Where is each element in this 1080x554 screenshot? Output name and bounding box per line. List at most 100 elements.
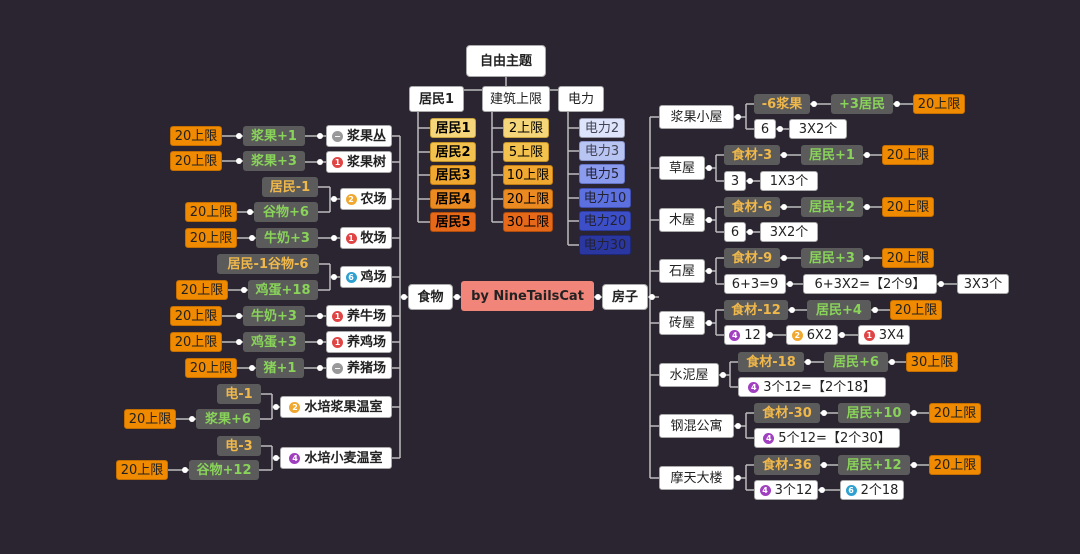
shape-tag[interactable]: 3X2个 xyxy=(789,119,847,139)
power-level[interactable]: 电力20 xyxy=(579,211,631,231)
effect-tag[interactable]: 谷物+6 xyxy=(254,202,318,222)
cost-tag[interactable]: -6浆果 xyxy=(754,94,810,114)
residents-tag[interactable]: 居民+3 xyxy=(801,248,863,268)
root-topic[interactable]: 自由主题 xyxy=(466,45,546,77)
resident-level[interactable]: 居民5 xyxy=(430,212,476,232)
combo-tag[interactable]: 6+3X2=【2个9】 xyxy=(803,274,937,294)
effect-tag[interactable]: 浆果+3 xyxy=(243,151,305,171)
food-category[interactable]: 食物 xyxy=(408,284,453,310)
effect-tag[interactable]: 牛奶+3 xyxy=(243,306,305,326)
limit-tag[interactable]: 20上限 xyxy=(116,460,168,480)
cost-tag[interactable]: 食材-30 xyxy=(754,403,820,423)
limit-tag[interactable]: 20上限 xyxy=(170,126,222,146)
limit-tag[interactable]: 20上限 xyxy=(124,409,176,429)
house-item-stone-hut[interactable]: 石屋 xyxy=(659,259,705,283)
house-category[interactable]: 房子 xyxy=(602,284,648,310)
residents-tag[interactable]: 居民+6 xyxy=(824,352,888,372)
size-tag[interactable]: 6+3=9 xyxy=(724,274,786,294)
limit-tag[interactable]: 20上限 xyxy=(185,228,237,248)
shape-tag[interactable]: 3X2个 xyxy=(760,222,818,242)
power-level[interactable]: 电力5 xyxy=(579,164,625,184)
limit-tag[interactable]: 20上限 xyxy=(882,248,934,268)
size-tag[interactable]: 6 xyxy=(754,119,776,139)
residents-tag[interactable]: 居民+10 xyxy=(838,403,910,423)
limit-tag[interactable]: 20上限 xyxy=(185,358,237,378)
effect-tag[interactable]: 浆果+1 xyxy=(243,126,305,146)
size-tag[interactable]: 6 xyxy=(724,222,746,242)
power-level[interactable]: 电力30 xyxy=(579,235,631,255)
cost-tag[interactable]: 居民-1 xyxy=(262,177,318,197)
limit-tag[interactable]: 20上限 xyxy=(176,280,228,300)
limit-tag[interactable]: 20上限 xyxy=(882,197,934,217)
house-item-berry-hut[interactable]: 浆果小屋 xyxy=(659,105,734,129)
house-item-wood-hut[interactable]: 木屋 xyxy=(659,208,705,232)
size-tag[interactable]: 3 xyxy=(724,171,746,191)
cost-tag[interactable]: 食材-12 xyxy=(724,300,788,320)
limit-tag[interactable]: 20上限 xyxy=(170,306,222,326)
resident-level[interactable]: 居民1 xyxy=(430,118,476,138)
build-limit-category[interactable]: 建筑上限 xyxy=(482,86,550,112)
limit-tag[interactable]: 20上限 xyxy=(890,300,942,320)
cost-tag[interactable]: 食材-6 xyxy=(724,197,780,217)
residents-tag[interactable]: 居民+1 xyxy=(801,145,863,165)
build-limit-level[interactable]: 10上限 xyxy=(503,165,553,185)
limit-tag[interactable]: 20上限 xyxy=(913,94,965,114)
house-item-brick-hut[interactable]: 砖屋 xyxy=(659,311,705,335)
residents-tag[interactable]: 居民+2 xyxy=(801,197,863,217)
limit-tag[interactable]: 30上限 xyxy=(906,352,958,372)
limit-tag[interactable]: 20上限 xyxy=(185,202,237,222)
cost-tag[interactable]: 电-1 xyxy=(217,384,261,404)
shape-tag[interactable]: 1X3个 xyxy=(760,171,818,191)
residents-tag[interactable]: 居民+4 xyxy=(807,300,871,320)
limit-tag[interactable]: 20上限 xyxy=(882,145,934,165)
effect-tag[interactable]: 鸡蛋+18 xyxy=(248,280,318,300)
resident-level[interactable]: 居民2 xyxy=(430,142,476,162)
effect-tag[interactable]: 浆果+6 xyxy=(196,409,260,429)
effect-tag[interactable]: 牛奶+3 xyxy=(256,228,318,248)
power-level[interactable]: 电力3 xyxy=(579,141,625,161)
cost-tag[interactable]: 食材-9 xyxy=(724,248,780,268)
power-level[interactable]: 电力2 xyxy=(579,118,625,138)
build-limit-level[interactable]: 5上限 xyxy=(503,142,549,162)
cost-tag[interactable]: 食材-3 xyxy=(724,145,780,165)
center-node[interactable]: by NineTailsCat xyxy=(461,281,594,311)
house-item-grass-hut[interactable]: 草屋 xyxy=(659,156,705,180)
build-limit-level[interactable]: 30上限 xyxy=(503,212,553,232)
limit-tag[interactable]: 20上限 xyxy=(929,403,981,423)
cost-tag[interactable]: 居民-1谷物-6 xyxy=(217,254,319,274)
house-item-skyscraper[interactable]: 摩天大楼 xyxy=(659,466,734,490)
residents-tag[interactable]: 居民+12 xyxy=(838,455,910,475)
house-item-cement-hut[interactable]: 水泥屋 xyxy=(659,363,719,387)
resident-level[interactable]: 居民3 xyxy=(430,165,476,185)
food-item-berry-bush[interactable]: −浆果丛 xyxy=(326,125,392,147)
limit-tag[interactable]: 20上限 xyxy=(170,151,222,171)
build-limit-level[interactable]: 2上限 xyxy=(503,118,549,138)
limit-tag[interactable]: 20上限 xyxy=(929,455,981,475)
limit-tag[interactable]: 20上限 xyxy=(170,332,222,352)
shape-tag[interactable]: 3X3个 xyxy=(957,274,1009,294)
power-level[interactable]: 电力10 xyxy=(579,188,631,208)
house-item-rc-apartment[interactable]: 钢混公寓 xyxy=(659,414,734,438)
cost-tag[interactable]: 食材-36 xyxy=(754,455,820,475)
residents-tag[interactable]: +3居民 xyxy=(831,94,893,114)
residents-category[interactable]: 居民1 xyxy=(409,86,464,112)
build-limit-level[interactable]: 20上限 xyxy=(503,189,553,209)
effect-tag[interactable]: 谷物+12 xyxy=(189,460,259,480)
effect-tag[interactable]: 鸡蛋+3 xyxy=(243,332,305,352)
cost-tag[interactable]: 电-3 xyxy=(217,436,261,456)
power-category[interactable]: 电力 xyxy=(558,86,604,112)
